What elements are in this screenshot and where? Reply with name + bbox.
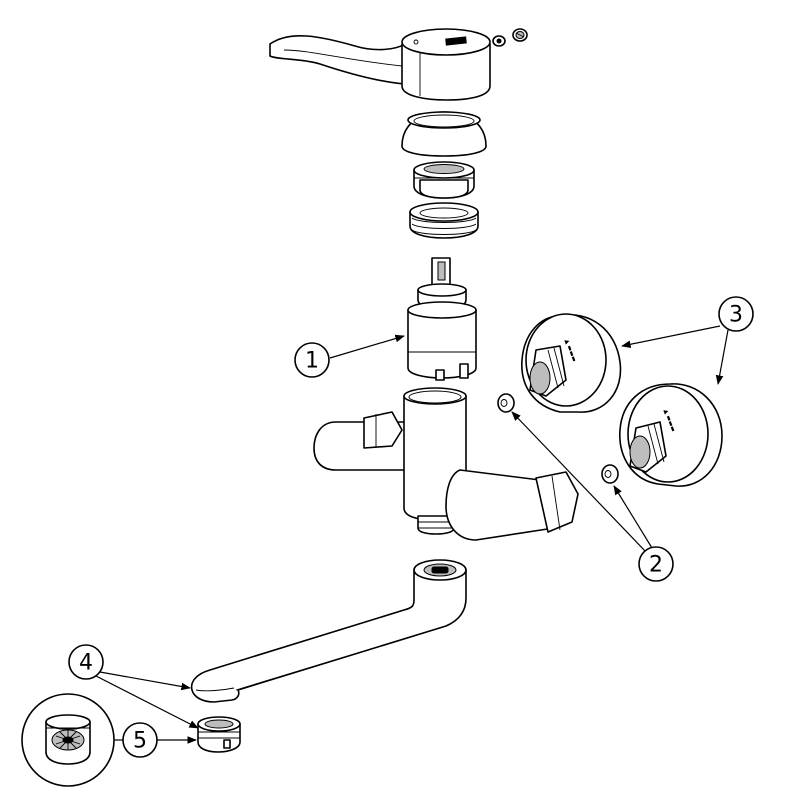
callout-1: 1 (294, 342, 330, 378)
callout-3: 3 (718, 296, 754, 332)
callout-4-label: 4 (79, 651, 93, 676)
cartridge (407, 257, 477, 381)
leader-2a (511, 411, 647, 553)
screw-cap-small (492, 35, 506, 47)
washer-lower (601, 464, 619, 484)
leader-4a (99, 671, 191, 691)
leader-lines (95, 325, 729, 744)
lever-handle (269, 28, 491, 101)
callout-2: 2 (638, 546, 674, 582)
swivel-spout (190, 559, 467, 703)
aerator (197, 716, 241, 753)
leader-4b (95, 675, 199, 729)
callout-2-label: 2 (649, 553, 663, 578)
threaded-ring (409, 202, 479, 239)
leader-2b (613, 485, 653, 549)
screw-cap-large (512, 28, 528, 42)
callout-3-label: 3 (729, 303, 743, 328)
leader-1 (329, 334, 405, 359)
wall-connector-lower: ▲ ▬▬▬ (619, 383, 723, 487)
leader-3b (715, 329, 729, 385)
aerator-detail-inset (21, 693, 115, 787)
leader-3a (621, 325, 721, 349)
callout-5: 5 (122, 722, 158, 758)
dome-cover (401, 111, 487, 157)
washer-upper (497, 393, 515, 413)
bonnet-nut (413, 161, 475, 199)
wall-connector-upper: ▲ ▬▬▬ (521, 313, 622, 413)
callout-1-label: 1 (305, 349, 319, 374)
callout-4: 4 (68, 644, 104, 680)
valve-body (313, 387, 579, 541)
callout-5-label: 5 (133, 729, 147, 754)
